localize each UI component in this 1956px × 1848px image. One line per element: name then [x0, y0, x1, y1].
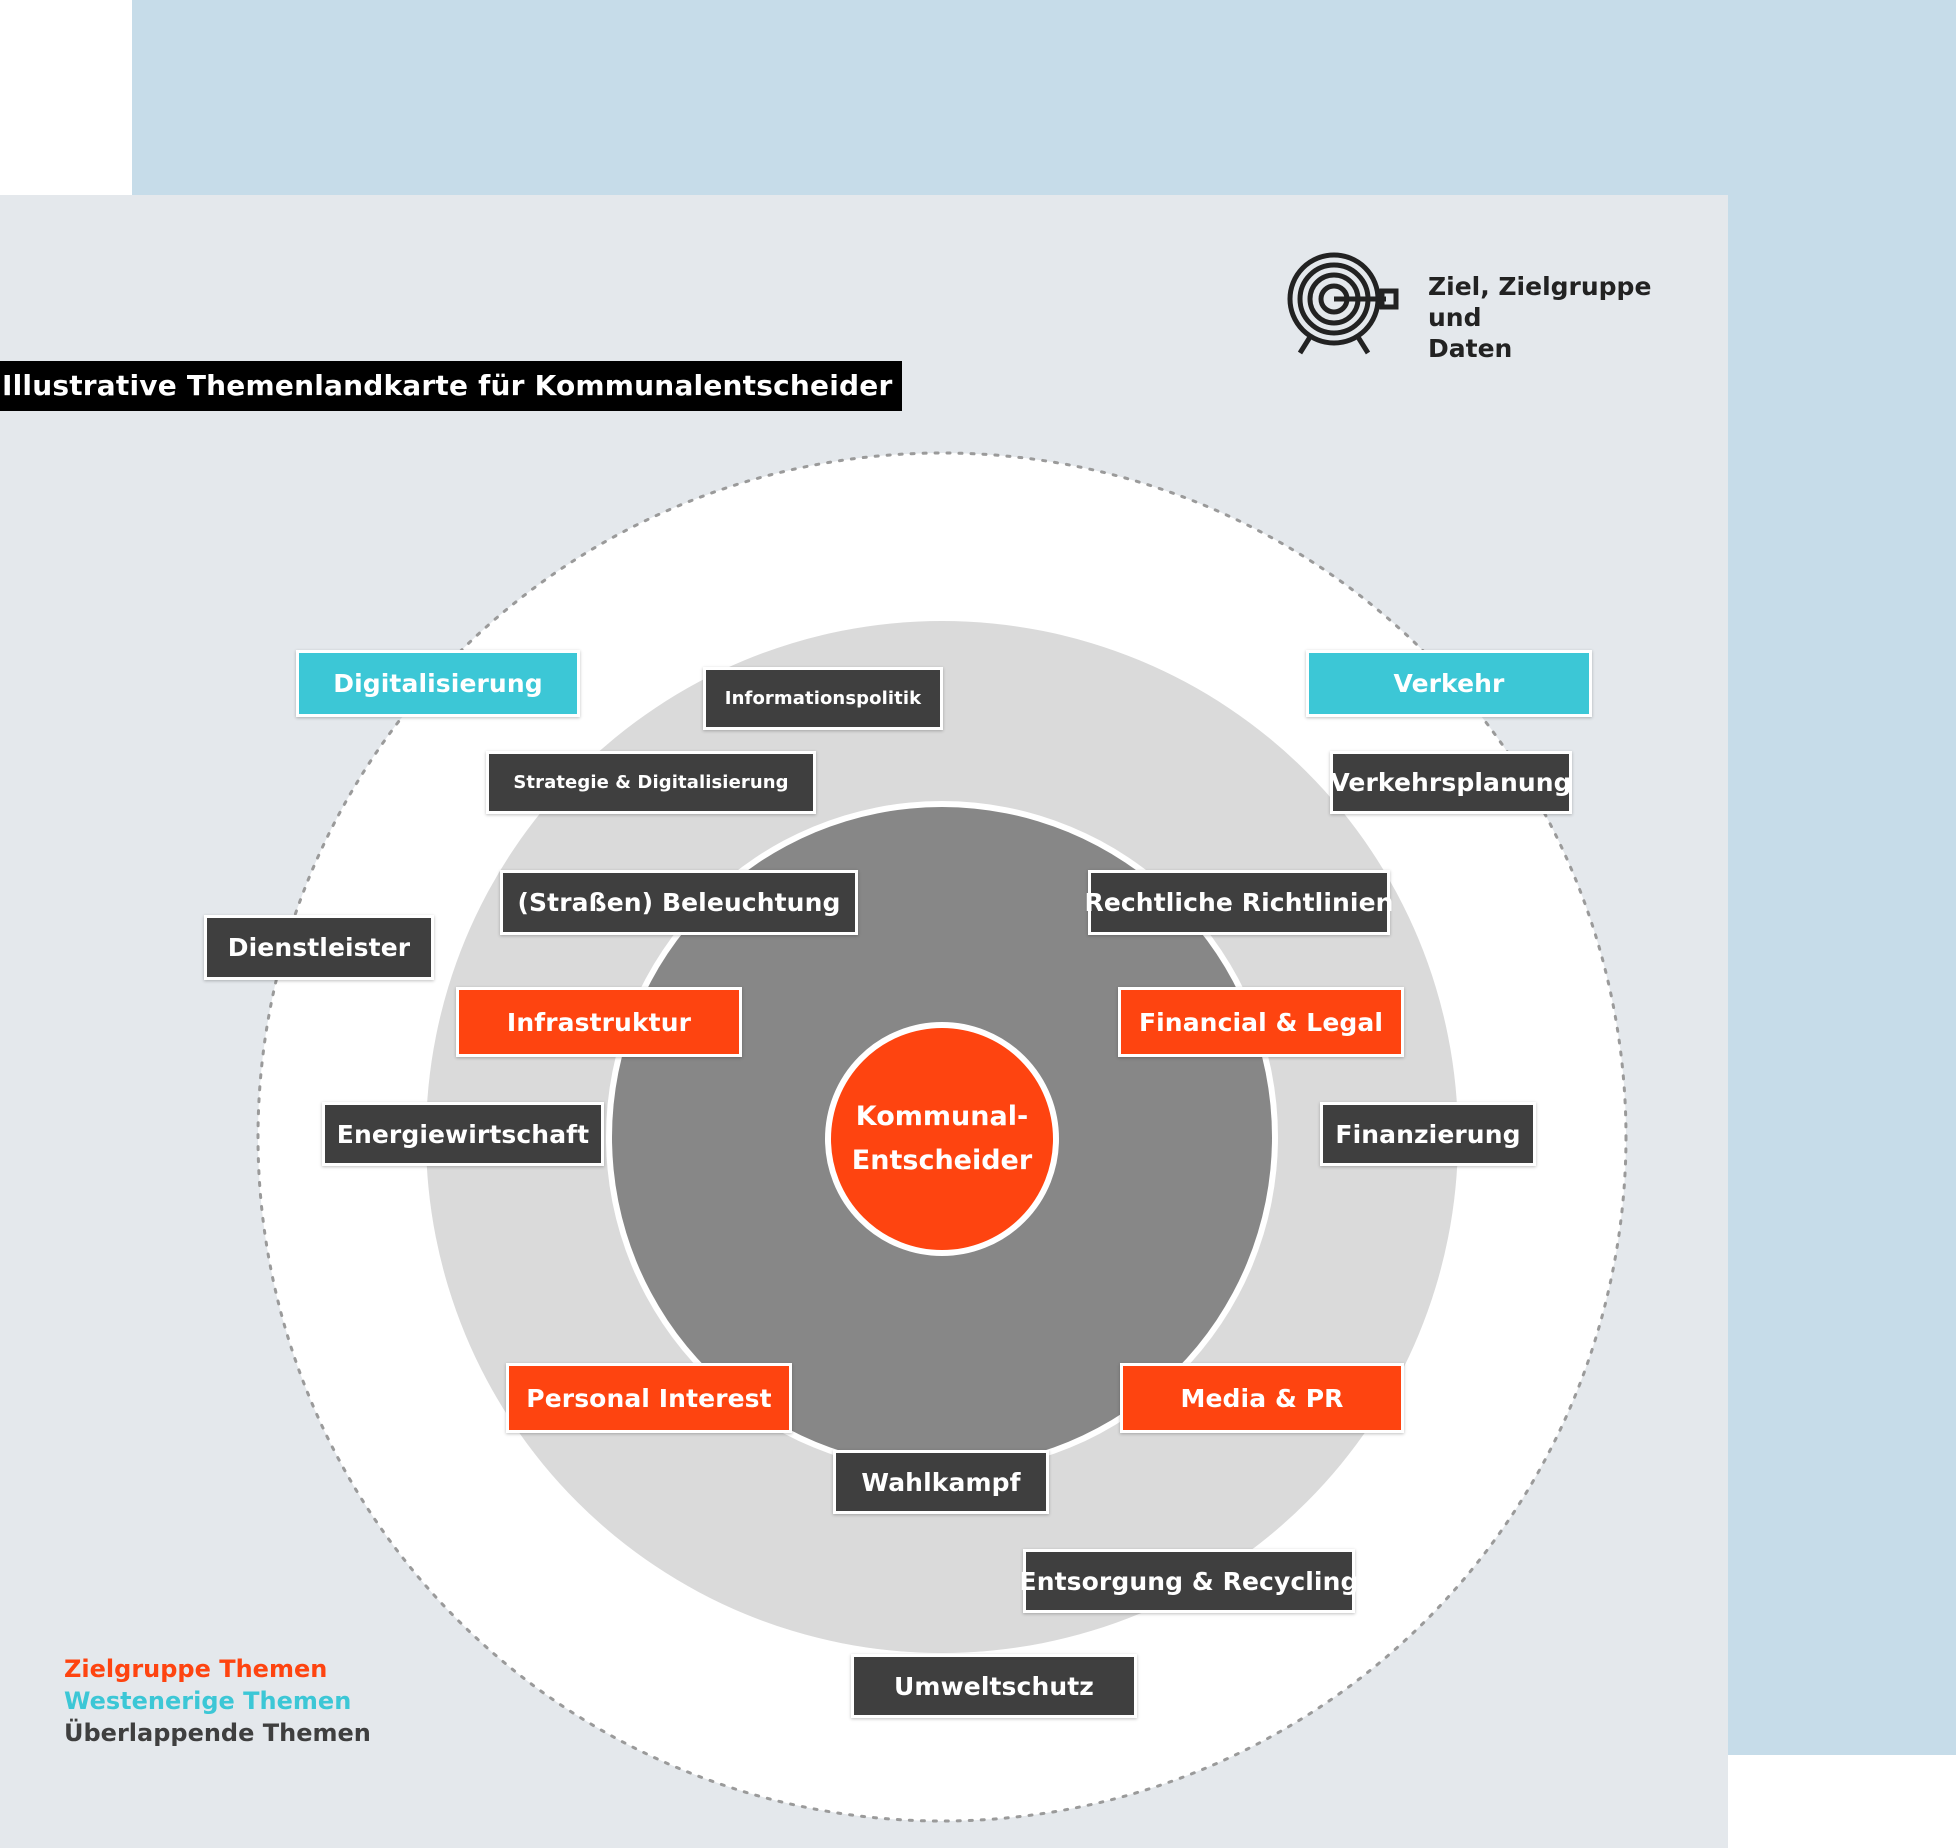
tag-media-pr: Media & PR — [1120, 1363, 1404, 1433]
tag-personal-interest: Personal Interest — [506, 1363, 792, 1433]
tag-verkehr: Verkehr — [1306, 650, 1592, 717]
center-kommunal-entscheider: Kommunal- Entscheider — [825, 1022, 1059, 1256]
tag-verkehrsplanung: Verkehrsplanung — [1330, 751, 1572, 814]
tag-infrastruktur: Infrastruktur — [456, 987, 742, 1057]
target-label: Ziel, Zielgruppe und Daten — [1428, 271, 1708, 364]
tag-digitalisierung: Digitalisierung — [296, 650, 580, 717]
legend-zielgruppe-themen: Zielgruppe Themen — [64, 1655, 328, 1683]
tag-wahlkampf: Wahlkampf — [833, 1450, 1049, 1514]
target-icon — [1287, 252, 1399, 355]
topic-rings — [256, 451, 1628, 1823]
tag-informationspolitik: Informationspolitik — [703, 667, 943, 730]
legend-ueberlappende-themen: Überlappende Themen — [64, 1719, 371, 1747]
tag-strassen-beleuchtung: (Straßen) Beleuchtung — [500, 870, 858, 935]
center-line2: Entscheider — [851, 1145, 1033, 1176]
tag-rechtliche-richtlinien: Rechtliche Richtlinien — [1084, 870, 1393, 935]
legend-westenerige-themen: Westenerige Themen — [64, 1687, 352, 1715]
page-title: Illustrative Themenlandkarte für Kommuna… — [0, 361, 903, 411]
center-line1: Kommunal- — [855, 1101, 1029, 1132]
tag-strategie-digitalisierung: Strategie & Digitalisierung — [486, 751, 816, 814]
target-label-line2: Daten — [1428, 334, 1513, 363]
legend: Zielgruppe Themen Westenerige Themen Übe… — [64, 1653, 371, 1749]
tag-dienstleister: Dienstleister — [204, 915, 434, 980]
tag-financial-legal: Financial & Legal — [1118, 987, 1404, 1057]
target-label-line1: Ziel, Zielgruppe und — [1428, 272, 1652, 332]
tag-umweltschutz: Umweltschutz — [851, 1654, 1137, 1718]
tag-entsorgung-recycling: Entsorgung & Recycling — [1020, 1549, 1358, 1613]
tag-finanzierung: Finanzierung — [1320, 1102, 1536, 1166]
tag-energiewirtschaft: Energiewirtschaft — [322, 1102, 604, 1166]
diagram-card: Illustrative Themenlandkarte für Kommuna… — [0, 195, 1728, 1848]
